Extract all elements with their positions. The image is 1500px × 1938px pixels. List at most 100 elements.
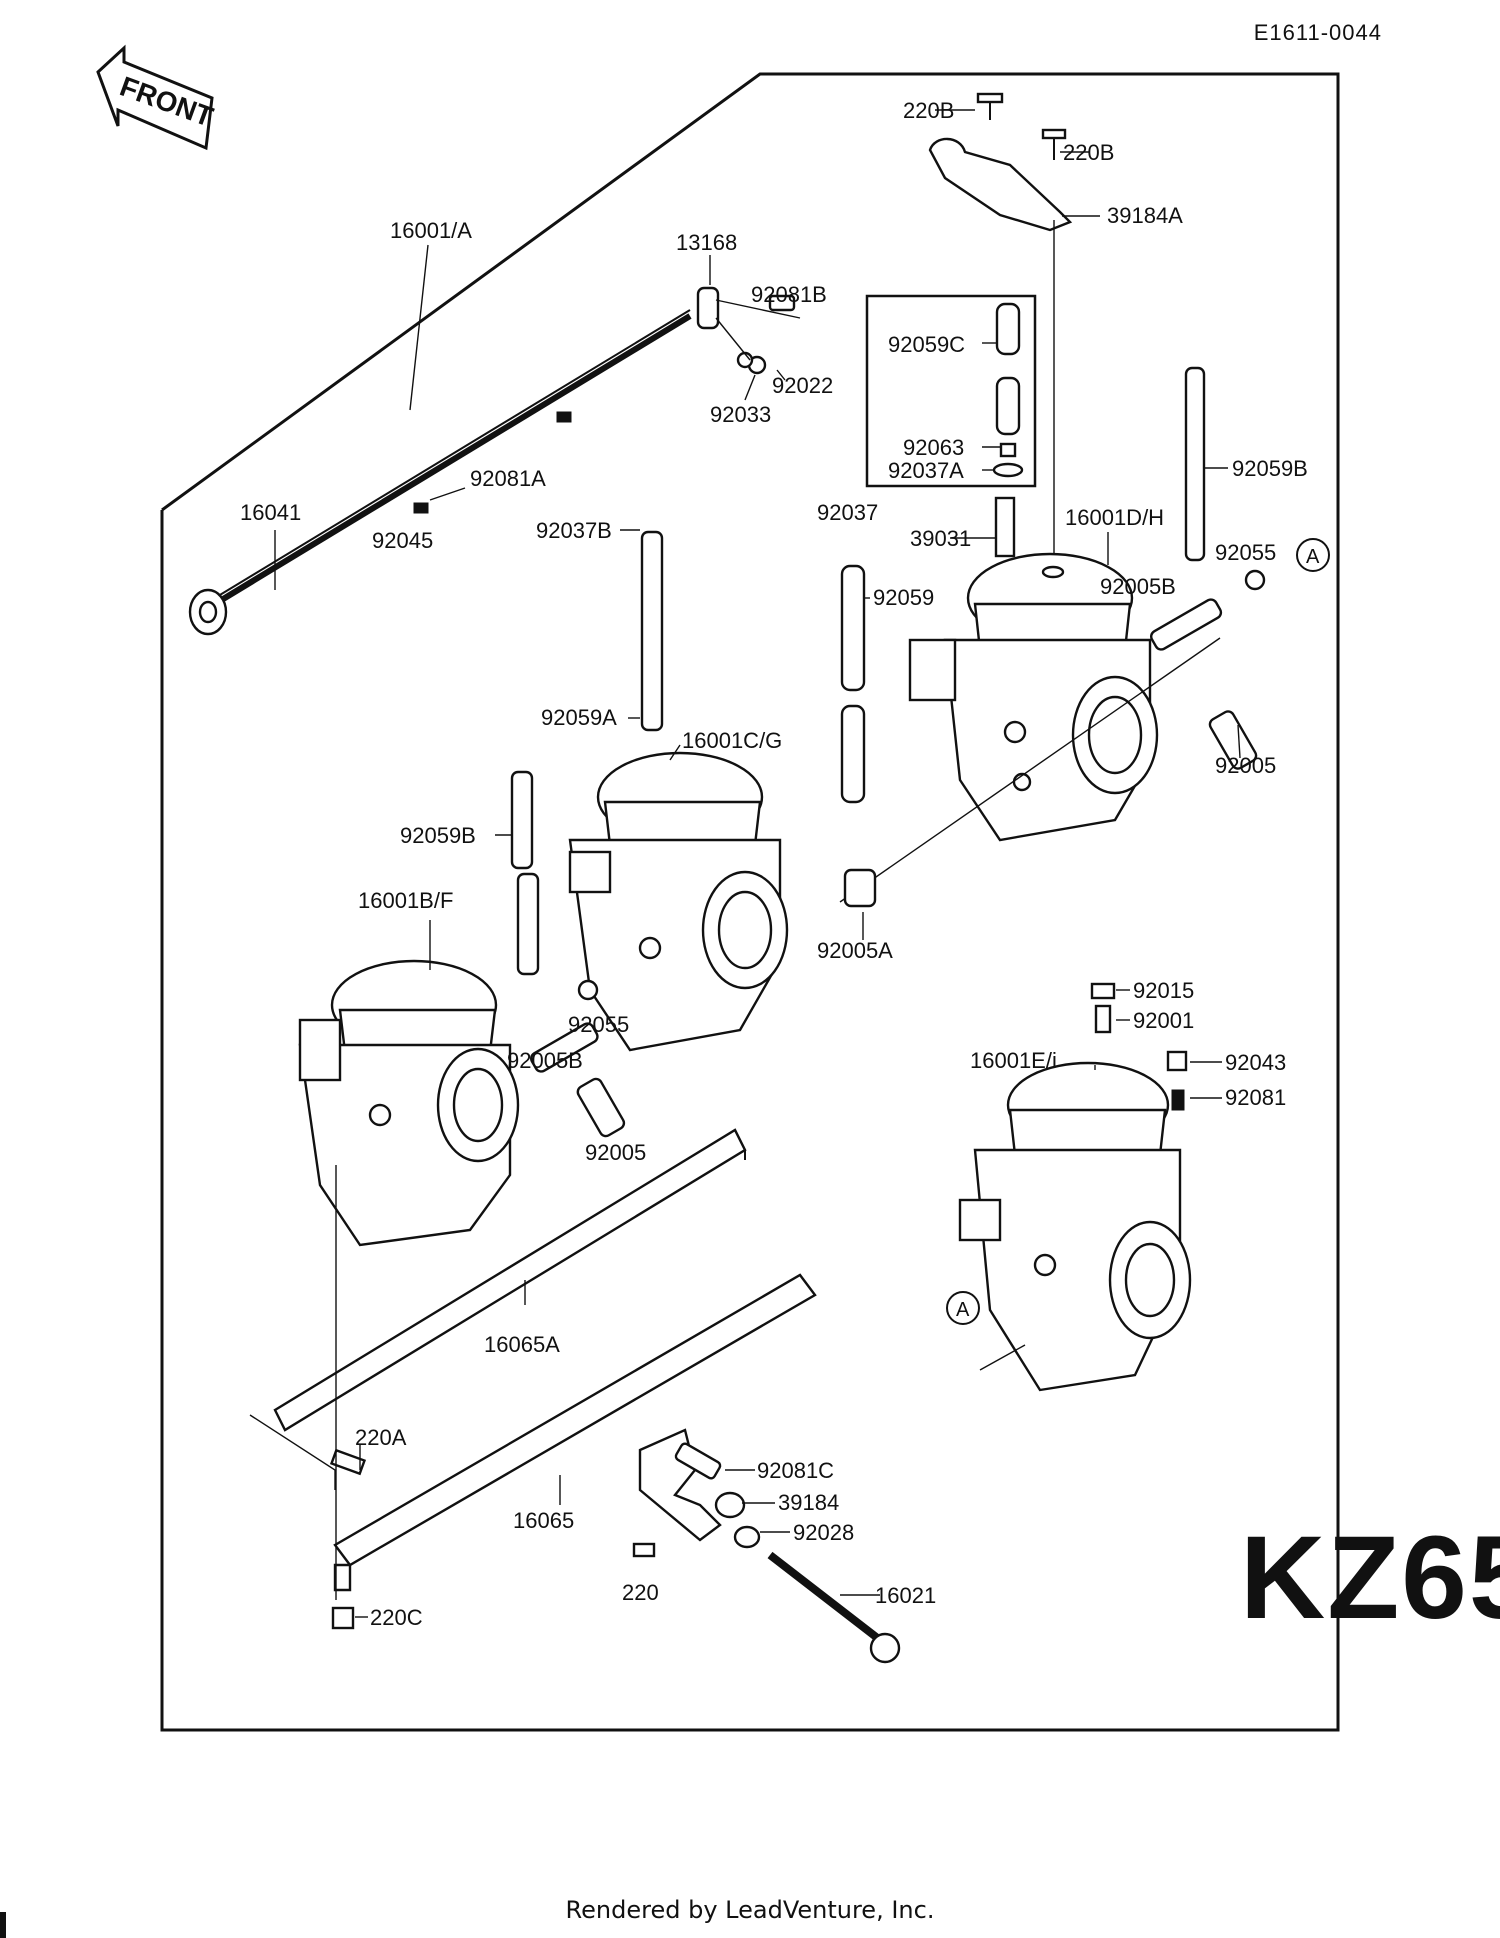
tube-92059A [640,530,664,732]
inset-box [865,294,1037,488]
label-92081C: 92081C [757,1458,834,1483]
bracket-39184 [638,1428,722,1542]
screw-92045 [413,502,429,514]
label-A-left: A [956,1299,970,1321]
label-92055-left: 92055 [568,1012,629,1037]
screw-220C [331,1606,355,1630]
label-92022: 92022 [772,373,833,398]
label-92005B-left: 92005B [507,1048,583,1073]
marker-A-left [946,1291,980,1325]
carburetor-16001BF [298,959,520,1247]
screw-220A [329,1448,367,1476]
washer-39184 [714,1491,746,1519]
nut-92028 [733,1525,761,1549]
label-220B-top: 220B [903,98,954,123]
label-16065: 16065 [513,1508,574,1533]
label-16041: 16041 [240,500,301,525]
label-92059A: 92059A [541,705,617,730]
marker-A-right [1296,538,1330,572]
label-92037B: 92037B [536,518,612,543]
label-92005-left: 92005 [585,1140,646,1165]
diagram-frame [160,72,1340,1732]
label-92005-right: 92005 [1215,753,1276,778]
label-92033: 92033 [710,402,771,427]
label-92059: 92059 [873,585,934,610]
choke-lever-13168 [696,286,801,375]
label-92059B-left: 92059B [400,823,476,848]
label-220: 220 [622,1580,659,1605]
label-92043: 92043 [1225,1050,1286,1075]
nut-92015 [1090,982,1116,1000]
label-92015: 92015 [1133,978,1194,1003]
label-16001A: 16001/A [390,218,472,243]
tube-segment [995,376,1021,436]
ring-92055-left [577,979,599,1001]
label-92005A: 92005A [817,938,893,963]
footer-credit: Rendered by LeadVenture, Inc. [565,1896,935,1924]
label-92059B-right: 92059B [1232,456,1308,481]
leader-lines [274,109,1241,1618]
label-13168: 13168 [676,230,737,255]
label-92037A: 92037A [888,458,964,483]
label-92059C: 92059C [888,332,965,357]
label-220C: 220C [370,1605,423,1630]
screw-92001 [1094,1004,1112,1034]
spring-92081C [674,1442,722,1480]
tee-92005B-left [530,1022,599,1073]
label-92055-right: 92055 [1215,540,1276,565]
front-arrow: FRONT [96,44,217,151]
tube-92059-lower [840,704,866,804]
pipe-39031 [994,496,1016,558]
pipe-92005-left [576,1077,626,1138]
cap-92043 [1166,1050,1188,1072]
label-92081A: 92081A [470,466,546,491]
label-16001Ei: 16001E/i [970,1048,1057,1073]
carburetor-16001Ei [958,1061,1192,1392]
label-220A: 220A [355,1425,407,1450]
fuel-line-A [839,637,1221,903]
plug-92063 [999,442,1017,458]
ring-92055-right [1244,569,1266,591]
tube-92059B-right [1184,366,1206,562]
label-A-right: A [1306,546,1320,568]
label-39184: 39184 [778,1490,839,1515]
label-92081B: 92081B [751,282,827,307]
tube-92059-upper [840,564,866,692]
tube-92059B-left-lower [516,872,540,976]
tee-92005B-right [1150,598,1223,651]
bracket-16065 [333,1273,817,1592]
tube-92059C [995,302,1021,356]
tube-92059B-left-upper [510,770,534,870]
tee-92005A [843,868,877,908]
spring-92081A [556,411,572,423]
pipe-92005-right [1208,710,1258,770]
label-16021: 16021 [875,1583,936,1608]
carburetor-16001CG [568,751,789,1052]
label-92045: 92045 [372,528,433,553]
spring-92081 [1171,1089,1185,1111]
label-92001: 92001 [1133,1008,1194,1033]
label-39031: 39031 [910,526,971,551]
screw-220 [632,1542,656,1558]
label-92005B-right: 92005B [1100,574,1176,599]
label-39184A: 39184A [1107,203,1183,228]
model-brand-text: KZ65 [1240,1512,1500,1644]
label-92063: 92063 [903,435,964,460]
edge-registration-mark [0,1912,6,1938]
label-92028: 92028 [793,1520,854,1545]
label-220B: 220B [1063,140,1114,165]
label-92081: 92081 [1225,1085,1286,1110]
choke-shaft [188,309,692,636]
bracket-39184A [928,92,1073,600]
bolt-16021 [767,1551,901,1664]
label-16065A: 16065A [484,1332,560,1357]
carburetor-16001DH [908,552,1159,842]
label-16001DH: 16001D/H [1065,505,1164,530]
bracket-16065A [249,1128,747,1490]
label-16001CG: 16001C/G [682,728,782,753]
clip-92037A [992,462,1024,478]
label-16001BF: 16001B/F [358,888,453,913]
document-code: E1611-0044 [1253,20,1382,45]
label-92037: 92037 [817,500,878,525]
